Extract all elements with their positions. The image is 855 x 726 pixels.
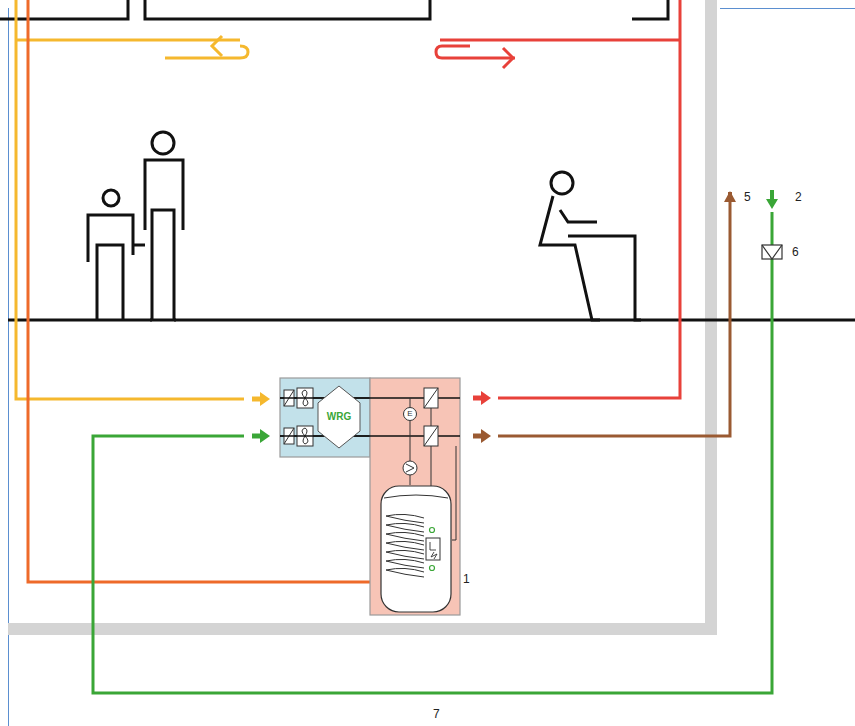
ceiling-line	[0, 0, 668, 19]
building-wall	[8, 0, 711, 629]
people-figures	[88, 132, 641, 320]
floor-line	[8, 319, 855, 322]
frame-line	[9, 8, 855, 726]
callout-number: 5	[744, 191, 751, 203]
filter-symbol	[762, 245, 782, 259]
outdoor-air-duct	[93, 190, 778, 693]
node-text: E	[407, 410, 412, 418]
supply-air-duct	[436, 0, 680, 405]
callout-number: 2	[795, 191, 802, 203]
exhaust-air-duct	[473, 191, 736, 443]
heat-recovery-hexagon: WRG	[317, 385, 361, 449]
node-text: WRG	[327, 412, 351, 422]
callout-number: 1	[463, 573, 470, 585]
hot-water-pipe	[28, 0, 382, 582]
callout-number: 6	[792, 246, 799, 258]
callout-number: 7	[433, 708, 440, 720]
heat-pump-unit	[280, 378, 460, 615]
electric-heater-circle: E	[403, 407, 417, 421]
extract-air-duct	[16, 0, 270, 406]
